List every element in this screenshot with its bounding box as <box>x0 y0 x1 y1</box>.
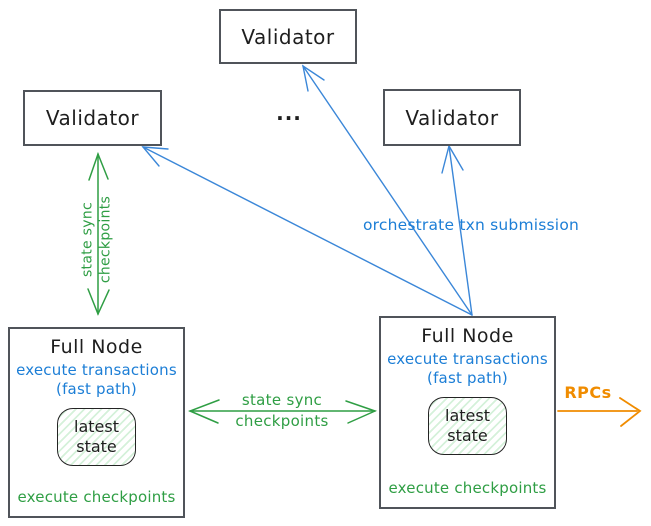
full-node-right-fast-path-line2: (fast path) <box>427 368 508 387</box>
validator-state-sync-label-line2: checkpoints <box>97 195 113 284</box>
latest-state-right-line1: latest <box>445 406 490 426</box>
validator-left-label: Validator <box>45 106 140 130</box>
validator-box-left: Validator <box>23 90 162 146</box>
validator-right-label: Validator <box>405 105 499 130</box>
full-node-right-fast-path-line1: execute transactions <box>387 350 548 368</box>
validator-top-label: Validator <box>241 24 335 49</box>
node-state-sync-label-line1: state sync <box>241 391 323 409</box>
validator-box-right: Validator <box>383 89 521 146</box>
rpcs-arrow <box>557 397 642 427</box>
node-state-sync-label-line2: checkpoints <box>235 412 329 430</box>
validators-ellipsis: ... <box>276 101 302 125</box>
latest-state-box-left: latest state <box>57 407 136 466</box>
full-node-left-fast-path-line1: execute transactions <box>16 361 177 379</box>
latest-state-right-line2: state <box>447 425 488 445</box>
full-node-left-fast-path: execute transactions (fast path) <box>16 361 177 399</box>
validator-state-sync-label: state sync checkpoints <box>80 180 115 300</box>
full-node-right-title: Full Node <box>421 325 514 347</box>
validator-state-sync-label-line1: state sync <box>79 201 96 278</box>
validator-box-top: Validator <box>219 9 357 64</box>
latest-state-left-line1: latest <box>74 417 119 437</box>
full-node-right-fast-path: execute transactions (fast path) <box>387 350 548 388</box>
full-node-left-title: Full Node <box>50 336 143 358</box>
latest-state-box-right: latest state <box>428 396 507 455</box>
latest-state-left-line2: state <box>76 436 117 456</box>
node-state-sync-label: state sync checkpoints <box>212 390 352 432</box>
rpcs-label: RPCs <box>564 383 612 402</box>
full-node-box-left: Full Node execute transactions (fast pat… <box>8 327 185 518</box>
full-node-right-footer: execute checkpoints <box>388 479 547 497</box>
orchestrate-txn-label: orchestrate txn submission <box>362 216 580 234</box>
full-node-left-fast-path-line2: (fast path) <box>56 379 137 398</box>
full-node-box-right: Full Node execute transactions (fast pat… <box>379 316 556 509</box>
full-node-left-footer: execute checkpoints <box>17 488 176 506</box>
